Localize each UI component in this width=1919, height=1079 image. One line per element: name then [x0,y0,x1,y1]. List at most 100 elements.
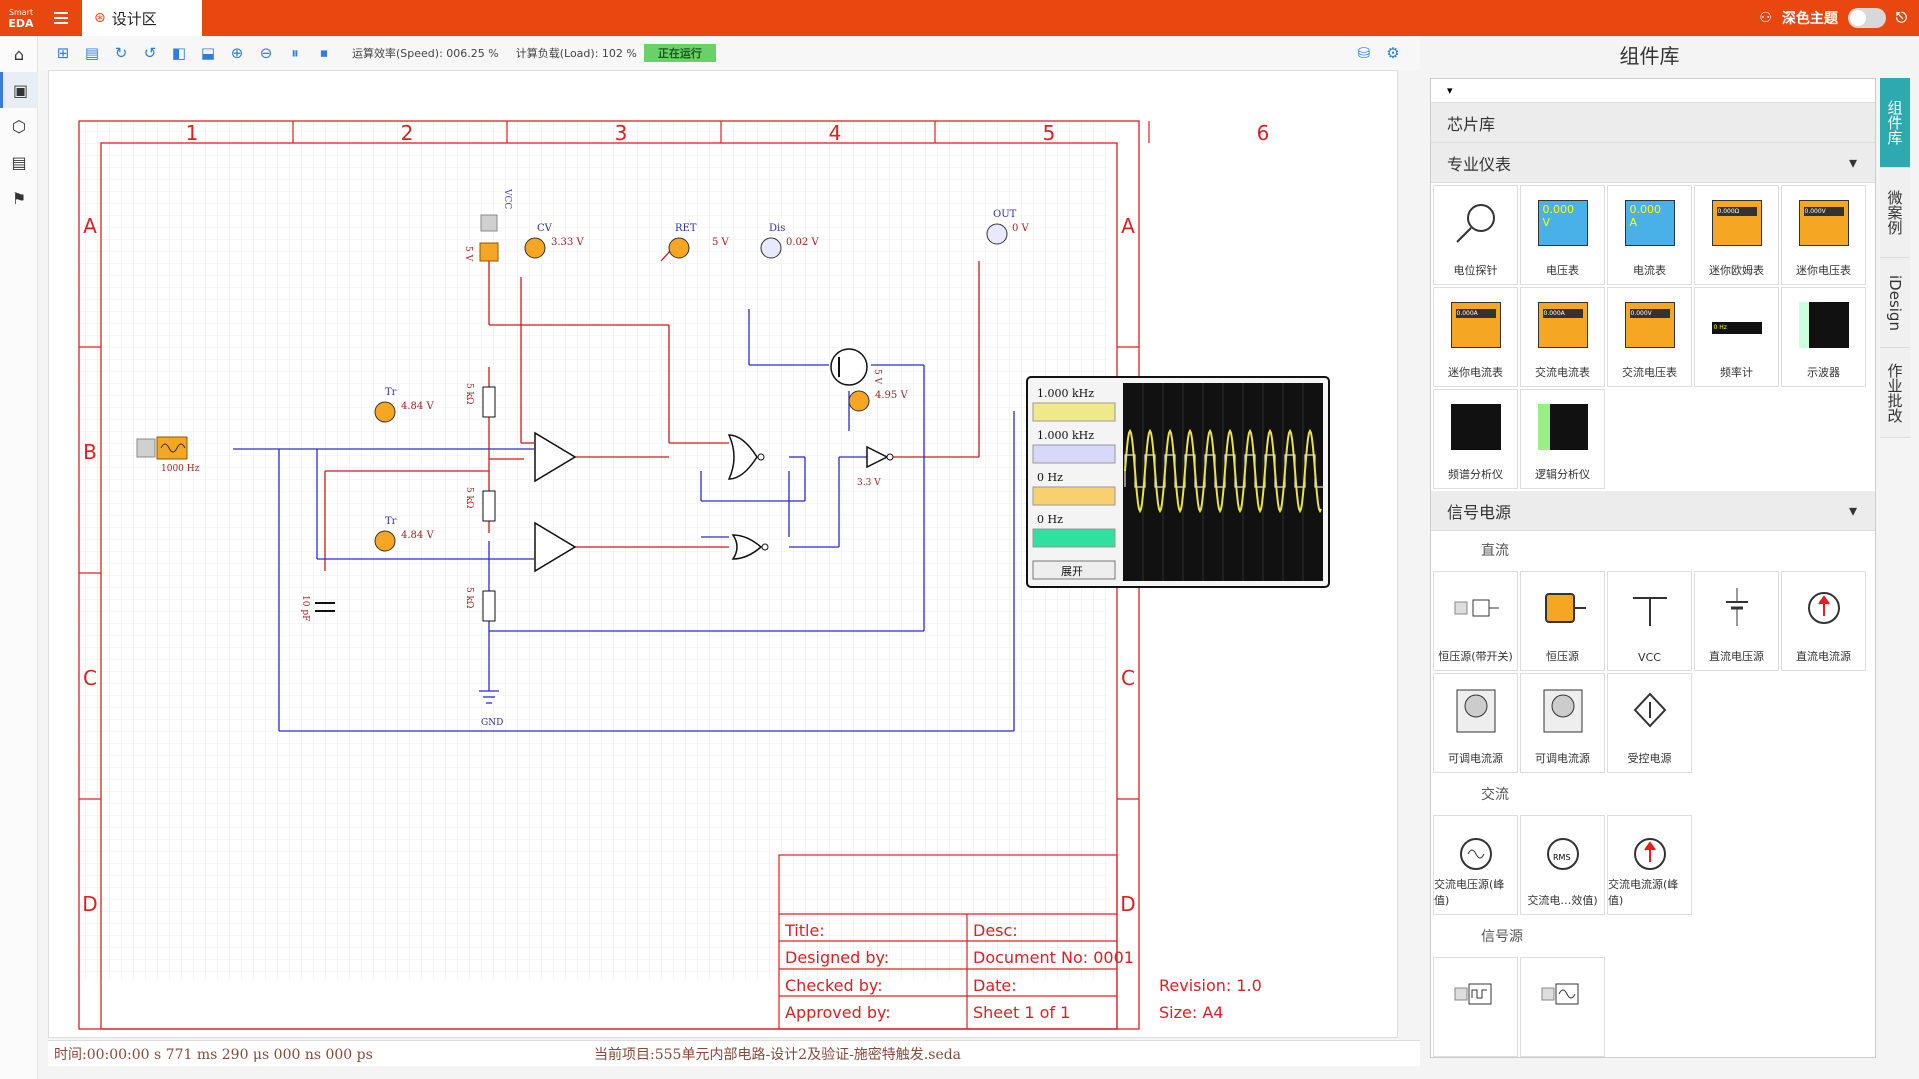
component-mini-ohmmeter[interactable]: 0.000Ω 迷你欧姆表 [1694,185,1779,285]
signal-source[interactable] [156,436,188,460]
scope-ch2-swatch[interactable] [1032,444,1116,464]
ground-symbol[interactable] [479,690,499,704]
component-mini-ammeter[interactable]: 0.000A 迷你电流表 [1433,287,1518,387]
scope-expand-label: 展开 [1061,565,1083,578]
probe-out[interactable] [986,223,1008,245]
new-file-icon[interactable]: ⊞ [56,44,70,62]
component-mini-voltmeter[interactable]: 0.000V 迷你电压表 [1781,185,1866,285]
component-controlled-source[interactable]: 受控电源 [1607,673,1692,773]
logic-analyzer-icon [1537,404,1588,450]
category-label: 专业仪表 [1447,154,1512,174]
resistor-r1[interactable] [482,386,496,418]
probe-cv-label: CV [537,223,553,234]
flip-vertical-icon[interactable]: ⬓ [200,44,216,62]
source-switch[interactable] [136,438,156,458]
component-voltmeter[interactable]: 0.000 V 电压表 [1520,185,1605,285]
tab-design-area[interactable]: ⊛ 设计区 [82,0,202,36]
sidetab-cases[interactable]: 微案例 [1880,168,1910,258]
probe-tr1[interactable] [374,401,396,423]
component-switched-source[interactable]: 恒压源(带开关) [1433,571,1518,671]
category-power[interactable]: 信号电源▾ [1431,491,1875,531]
probe-q[interactable] [848,390,870,412]
oscilloscope[interactable]: 1.000 kHz 1.000 kHz 0 Hz 0 Hz 展开 [1026,376,1330,588]
scope-expand-button[interactable] [1032,560,1116,580]
nor-gate-upper[interactable] [727,434,758,480]
voltmeter-icon: 0.000 V [1537,200,1588,246]
column-label: 3 [615,121,628,145]
probe-ret-label: RET [675,223,697,234]
pause-icon[interactable]: ⏸ [291,44,299,62]
nor-gate-lower[interactable] [731,534,763,560]
component-ac-voltage-peak[interactable]: 交流电压源(峰值) [1433,815,1518,915]
component-adjustable-current-2[interactable]: 可调电流源 [1520,673,1605,773]
stop-icon[interactable]: ⏹ [320,44,328,62]
component-logic-analyzer[interactable]: 逻辑分析仪 [1520,389,1605,489]
resistor-r3[interactable] [482,590,496,622]
resistor-r2[interactable] [482,490,496,522]
speed-readout: 运算效率(Speed): 006.25 % [352,47,499,60]
flip-horizontal-icon[interactable]: ◧ [171,44,187,62]
component-adjustable-current[interactable]: 可调电流源 [1433,673,1518,773]
component-sine-source[interactable] [1520,957,1605,1057]
mini-ohmmeter-readout: 0.000Ω [1716,207,1757,216]
library-dropdown[interactable]: ▾ [1431,79,1875,103]
chip-nav-icon[interactable]: ▣ [0,72,38,108]
inverter[interactable] [866,445,889,469]
scope-ch4-swatch[interactable] [1032,528,1116,548]
save-icon[interactable]: ▤ [84,44,100,62]
schematic-svg[interactable]: 1 2 3 4 5 6 A B C D A B C D Title: Desc: [49,71,1399,1039]
probe-ret[interactable] [668,237,690,259]
component-ac-voltmeter[interactable]: 0.000V 交流电压表 [1607,287,1692,387]
probe-cv[interactable] [524,237,546,259]
scope-ch3-swatch[interactable] [1032,486,1116,506]
settings-icon[interactable]: ⚙ [1386,44,1400,62]
scope-grid [1142,383,1304,581]
component-probe[interactable]: 电位探针 [1433,185,1518,285]
sidetab-library[interactable]: 组件库 [1880,78,1910,168]
probe-tr2[interactable] [374,530,396,552]
scope-ch1-swatch[interactable] [1032,402,1116,422]
map-icon[interactable]: ▤ [11,152,27,172]
zoom-in-icon[interactable]: ⊕ [230,44,244,62]
home-icon[interactable]: ⌂ [13,44,25,64]
category-instruments[interactable]: 专业仪表▾ [1431,143,1875,183]
component-frequency-counter[interactable]: 0 Hz 频率计 [1694,287,1779,387]
component-dc-current[interactable]: 直流电流源 [1781,571,1866,671]
component-voltage-source[interactable]: 恒压源 [1520,571,1605,671]
comparator-lower[interactable] [534,521,577,573]
component-icon[interactable]: ⬡ [12,116,26,136]
nor-lower-bubble [761,543,769,551]
logout-icon[interactable]: ⎋ [1895,10,1907,26]
transistor[interactable] [830,348,868,386]
adjustable-source-icon [1543,689,1582,733]
scope-ch2-freq: 1.000 kHz [1037,429,1094,442]
component-ac-current-peak[interactable]: 交流电流源(峰值) [1607,815,1692,915]
bookmark-icon[interactable]: ⚑ [11,188,27,208]
component-ac-voltage-rms[interactable]: RMS 交流电…效值) [1520,815,1605,915]
component-ac-ammeter[interactable]: 0.000A 交流电流表 [1520,287,1605,387]
sidetab-idesign[interactable]: iDesign [1880,258,1910,348]
sidetab-grading[interactable]: 作业批改 [1880,348,1910,438]
rotate-ccw-icon[interactable]: ↺ [143,44,157,62]
component-square-source[interactable] [1433,957,1518,1057]
database-icon[interactable]: ⛁ [1357,44,1371,62]
theme-toggle[interactable] [1847,8,1886,28]
component-dc-voltage[interactable]: 直流电压源 [1694,571,1779,671]
vcc-switch[interactable] [480,214,498,232]
comparator-upper[interactable] [534,431,577,483]
rotate-cw-icon[interactable]: ↻ [114,44,128,62]
probe-dis[interactable] [760,237,782,259]
component-vcc[interactable]: VCC [1607,571,1692,671]
user-icon[interactable]: ⚇ [1759,10,1772,26]
ac-current-icon [1633,838,1666,870]
vcc-label: VCC [502,188,512,209]
design-canvas[interactable]: 1 2 3 4 5 6 A B C D A B C D Title: Desc: [48,70,1398,1038]
component-spectrum-analyzer[interactable]: 频谱分析仪 [1433,389,1518,489]
component-oscilloscope[interactable]: 示波器 [1781,287,1866,387]
ammeter-icon: 0.000 A [1624,200,1675,246]
category-chip-lib[interactable]: 芯片库 [1431,103,1875,143]
menu-icon[interactable] [50,8,72,28]
vcc-source[interactable] [479,242,499,262]
zoom-out-icon[interactable]: ⊖ [259,44,273,62]
component-ammeter[interactable]: 0.000 A 电流表 [1607,185,1692,285]
